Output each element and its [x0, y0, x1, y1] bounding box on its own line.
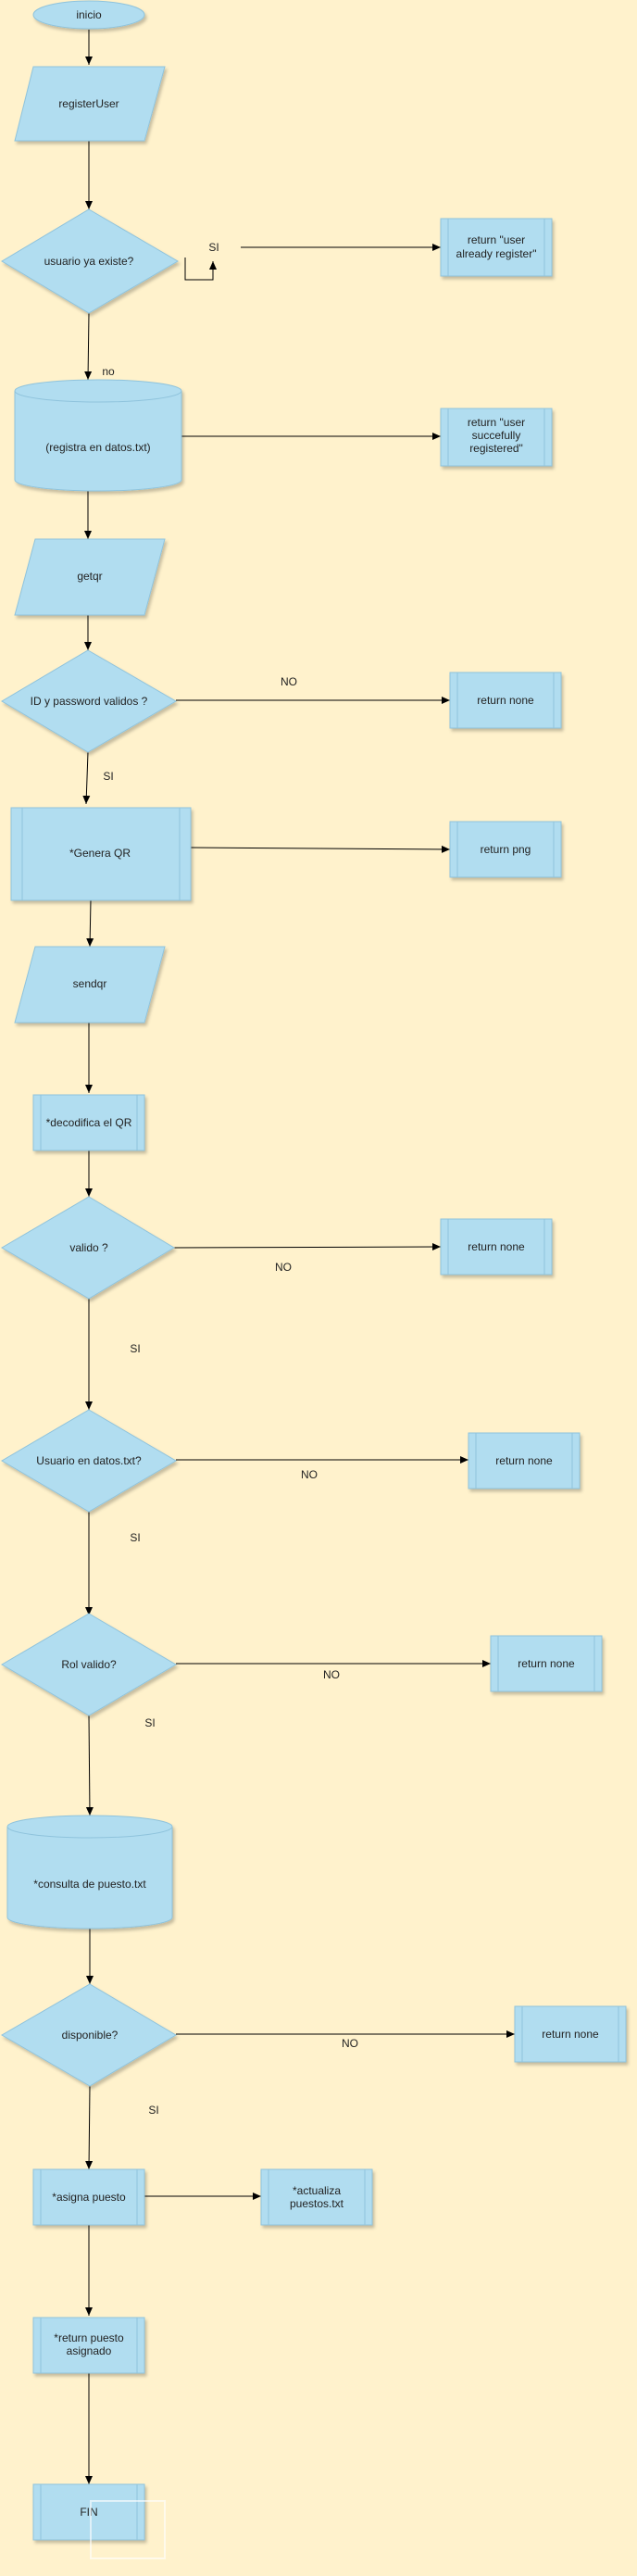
node-getqr-label: getqr	[77, 570, 102, 583]
node-return-already-line2: already register"	[456, 247, 537, 260]
node-genera-qr-label: *Genera QR	[69, 847, 131, 860]
edge-label-no-valido: NO	[275, 1261, 292, 1274]
node-decodifica-qr-label: *decodifica el QR	[46, 1116, 132, 1129]
node-return-puesto-line1: *return puesto	[54, 2331, 124, 2344]
nodes: inicio registerUser usuario ya existe? S…	[1, 0, 627, 2559]
node-disponible-label: disponible?	[62, 2029, 119, 2042]
node-return-none-3: return none	[468, 1432, 581, 1489]
node-return-none-1-label: return none	[477, 694, 534, 707]
node-register-user: registerUser	[14, 66, 166, 142]
node-return-none-3-label: return none	[495, 1454, 553, 1467]
node-actualiza-puestos: *actualiza puestos.txt	[260, 2168, 373, 2226]
node-return-already-line1: return "user	[468, 233, 525, 246]
node-return-none-4: return none	[490, 1635, 603, 1692]
node-return-success-line1: return "user	[468, 416, 525, 429]
node-return-puesto: *return puesto asignado	[32, 2317, 145, 2374]
node-return-already: return "user already register"	[440, 218, 553, 277]
node-actualiza-puestos-line1: *actualiza	[293, 2184, 341, 2197]
edge-si-loop	[184, 258, 217, 281]
edge-label-si-valido: SI	[130, 1342, 140, 1355]
edge-genera-sendqr	[86, 899, 94, 948]
edge-label-si-rol: SI	[144, 1716, 155, 1729]
ghost-shape	[90, 2500, 166, 2559]
node-registra-datos: (registra en datos.txt)	[14, 379, 182, 492]
node-rol-valido: Rol valido?	[1, 1613, 177, 1716]
node-return-none-2-label: return none	[468, 1240, 525, 1253]
node-usuario-datos-label: Usuario en datos.txt?	[36, 1454, 142, 1467]
edge-label-no-id: NO	[281, 675, 297, 688]
node-genera-qr: *Genera QR	[10, 807, 192, 901]
node-usuario-datos: Usuario en datos.txt?	[1, 1409, 177, 1513]
node-actualiza-puestos-line2: puestos.txt	[290, 2197, 344, 2210]
node-rol-valido-label: Rol valido?	[61, 1658, 117, 1671]
node-return-png: return png	[449, 821, 562, 878]
node-id-password-label: ID y password validos ?	[31, 695, 148, 708]
node-sendqr: sendqr	[14, 946, 166, 1024]
node-registra-datos-label: (registra en datos.txt)	[45, 441, 150, 454]
node-asigna-puesto: *asigna puesto	[32, 2168, 145, 2226]
edge-labels: no NO SI NO SI NO SI NO SI NO SI	[102, 365, 358, 2117]
edge-label-si-id: SI	[103, 770, 113, 783]
edge-label-no-registra: no	[102, 365, 115, 378]
node-id-password: ID y password validos ?	[1, 649, 177, 753]
edge-label-si-disponible: SI	[148, 2104, 158, 2117]
edge-disponible-asigna	[85, 2085, 94, 2170]
node-return-none-5-label: return none	[542, 2028, 599, 2041]
edges	[82, 30, 515, 2484]
node-return-success-line3: registered"	[469, 442, 523, 455]
edge-valido-none2	[171, 1243, 442, 1251]
edge-genera-png	[190, 845, 451, 853]
node-decodifica-qr: *decodifica el QR	[32, 1094, 145, 1151]
node-return-none-5: return none	[514, 2005, 627, 2063]
edge-label-no-rol: NO	[323, 1668, 340, 1681]
node-asigna-puesto-label: *asigna puesto	[52, 2191, 126, 2204]
node-inicio-label: inicio	[76, 8, 102, 21]
node-fin: FIN	[32, 2483, 145, 2541]
node-return-success-line2: succefully	[472, 429, 521, 442]
node-valido-label: valido ?	[69, 1241, 108, 1254]
node-usuario-ya-existe: usuario ya existe?	[1, 208, 179, 314]
node-return-none-1: return none	[449, 672, 562, 729]
node-disponible: disponible?	[1, 1983, 177, 2087]
node-consulta-puesto-label: *consulta de puesto.txt	[33, 1878, 146, 1891]
node-return-success: return "user succefully registered"	[440, 408, 553, 467]
node-register-user-label: registerUser	[58, 97, 119, 110]
node-getqr: getqr	[14, 538, 166, 616]
node-usuario-ya-existe-label: usuario ya existe?	[44, 255, 134, 268]
edge-usuario-registra	[84, 312, 93, 381]
edge-label-si-usuario: SI	[130, 1531, 140, 1544]
node-valido: valido ?	[1, 1196, 175, 1300]
node-return-none-4-label: return none	[518, 1657, 575, 1670]
node-si-label: SI	[208, 241, 219, 254]
edge-id-genera	[82, 751, 91, 805]
node-consulta-puesto: *consulta de puesto.txt	[6, 1815, 173, 1929]
edge-label-no-usuario: NO	[301, 1468, 318, 1481]
node-sendqr-label: sendqr	[73, 977, 107, 990]
edge-label-no-disponible: NO	[342, 2037, 358, 2050]
node-fin-label: FIN	[80, 2506, 97, 2519]
node-return-png-label: return png	[481, 843, 531, 856]
node-return-none-2: return none	[440, 1218, 553, 1275]
edge-rol-consulta	[85, 1715, 94, 1816]
node-return-puesto-line2: asignado	[67, 2344, 112, 2357]
node-inicio: inicio	[32, 0, 145, 30]
